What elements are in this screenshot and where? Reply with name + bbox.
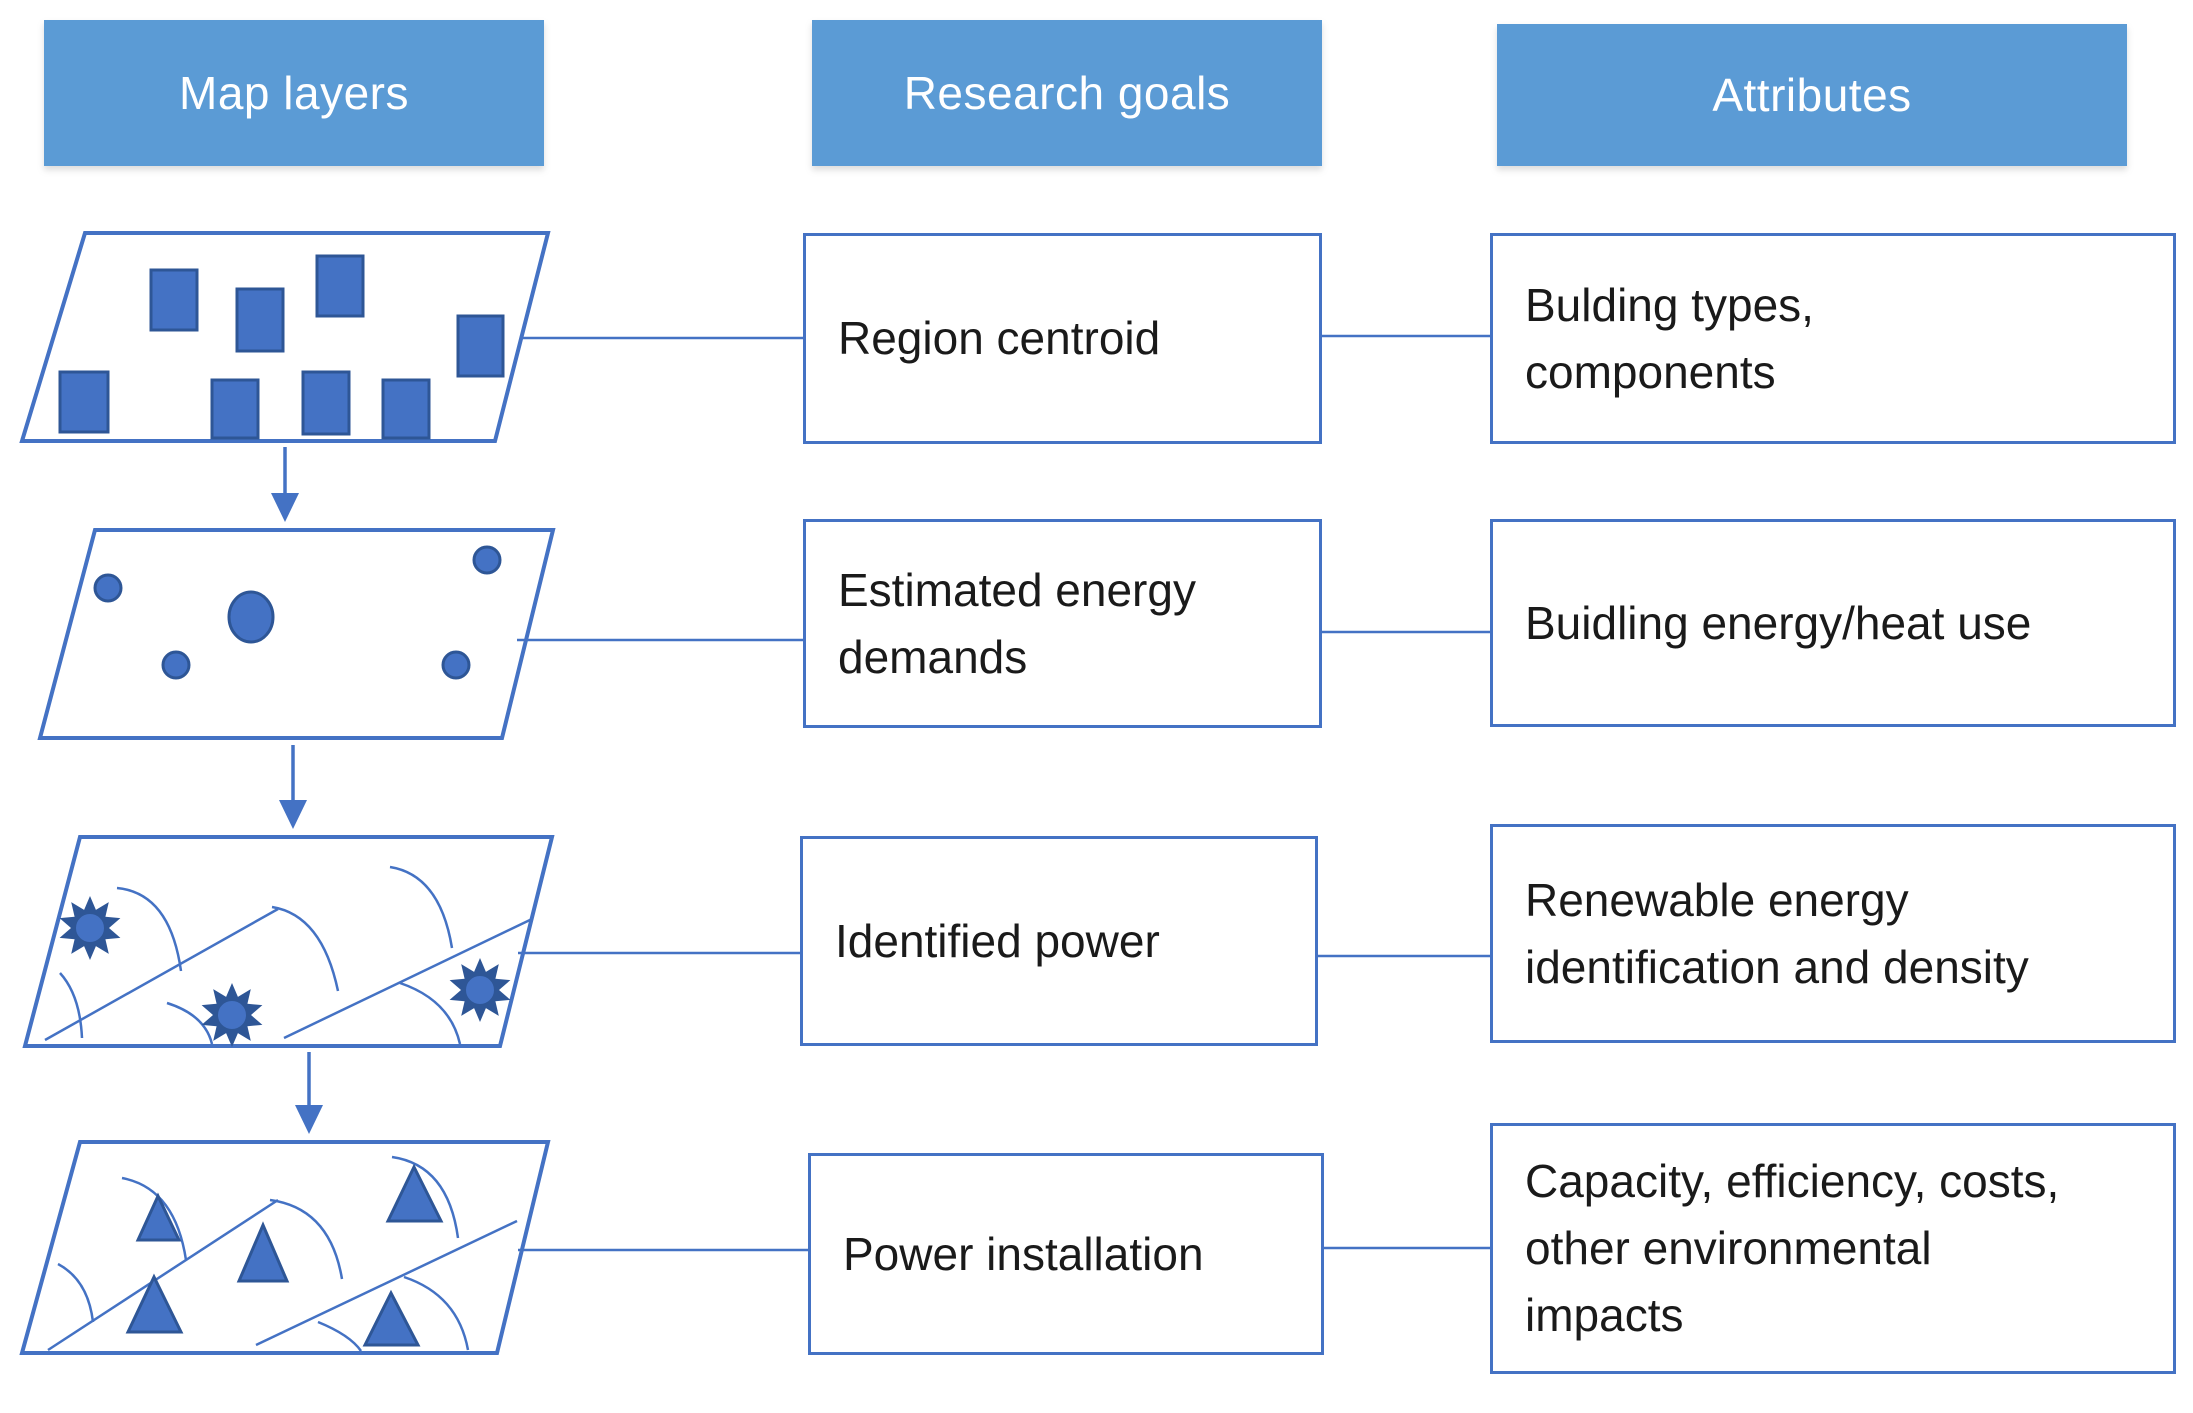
contour-arc bbox=[121, 1176, 188, 1261]
terrain-contours bbox=[47, 1155, 518, 1352]
terrain-contours bbox=[44, 865, 533, 1045]
map-layer-parallelogram bbox=[19, 1140, 551, 1355]
point-marker bbox=[93, 573, 123, 603]
layer-flow-arrows bbox=[271, 447, 323, 1134]
map-layer-demand-points bbox=[37, 528, 556, 740]
goal-label: Region centroid bbox=[838, 312, 1161, 364]
star-marker bbox=[201, 983, 263, 1047]
down-arrow-icon bbox=[295, 1052, 323, 1134]
square-marker bbox=[235, 287, 285, 353]
attribute-label: Capacity, efficiency, costs, other envir… bbox=[1525, 1155, 2060, 1341]
contour-arc bbox=[389, 865, 454, 949]
contour-arc bbox=[399, 981, 462, 1045]
connector-lines bbox=[517, 334, 1494, 1252]
triangle-marker bbox=[135, 1192, 182, 1242]
square-marker bbox=[315, 254, 365, 318]
triangle-marker bbox=[362, 1289, 421, 1347]
power-source-star-markers bbox=[59, 896, 511, 1047]
goal-label: Identified power bbox=[835, 914, 1160, 967]
triangle-marker bbox=[385, 1163, 444, 1223]
attr-box-building-energy-heat-use: Buidling energy/heat use bbox=[1490, 519, 2176, 727]
map-layer-parallelogram bbox=[22, 835, 555, 1048]
contour-arc bbox=[271, 905, 340, 992]
goal-box-identified-power: Identified power bbox=[800, 836, 1318, 1046]
contour-arc bbox=[59, 972, 84, 1039]
square-marker bbox=[381, 378, 431, 440]
map-layer-buildings bbox=[19, 231, 551, 443]
header-label: Research goals bbox=[903, 67, 1231, 119]
map-layer-power-sources bbox=[22, 835, 555, 1048]
point-marker bbox=[472, 545, 502, 575]
goal-label: Power installation bbox=[843, 1227, 1204, 1280]
down-arrow-icon bbox=[279, 745, 307, 829]
triangle-marker bbox=[125, 1273, 184, 1334]
attribute-label: Buidling energy/heat use bbox=[1525, 596, 2032, 649]
header-attributes: Attributes bbox=[1497, 24, 2127, 166]
contour-arc bbox=[317, 1320, 363, 1352]
star-marker bbox=[59, 896, 121, 960]
contour-arc bbox=[403, 1275, 470, 1351]
header-label: Attributes bbox=[1712, 69, 1912, 121]
star-marker bbox=[449, 958, 511, 1022]
triangle-marker bbox=[236, 1221, 290, 1283]
contour-arc bbox=[269, 1198, 344, 1280]
square-marker bbox=[301, 370, 351, 436]
header-map-layers: Map layers bbox=[44, 20, 544, 166]
contour-arc bbox=[57, 1262, 95, 1323]
contour-arc bbox=[116, 886, 183, 972]
contour-arc bbox=[166, 1001, 214, 1045]
square-marker bbox=[149, 268, 199, 332]
down-arrow-icon bbox=[271, 447, 299, 522]
contour-arc bbox=[391, 1155, 460, 1239]
header-label: Map layers bbox=[179, 67, 409, 119]
point-marker-large bbox=[227, 590, 275, 644]
header-research-goals: Research goals bbox=[812, 20, 1322, 166]
contour-line bbox=[47, 1198, 279, 1352]
demand-point-markers bbox=[93, 545, 502, 680]
attr-box-capacity-efficiency-costs: Capacity, efficiency, costs, other envir… bbox=[1490, 1123, 2176, 1374]
contour-line bbox=[283, 917, 533, 1040]
goal-box-power-installation: Power installation bbox=[808, 1153, 1324, 1355]
attr-box-renewable-energy-identification: Renewable energy identification and dens… bbox=[1490, 824, 2176, 1043]
goal-label: Estimated energy demands bbox=[838, 563, 1196, 683]
installation-triangle-markers bbox=[125, 1163, 444, 1347]
contour-line bbox=[255, 1219, 518, 1347]
goal-box-estimated-energy-demands: Estimated energy demands bbox=[803, 519, 1322, 728]
contour-line bbox=[44, 907, 279, 1042]
map-layer-parallelogram bbox=[37, 528, 556, 740]
map-layer-installations bbox=[19, 1140, 551, 1355]
building-square-markers bbox=[58, 254, 505, 440]
attribute-label: Renewable energy identification and dens… bbox=[1525, 873, 2029, 993]
attr-box-building-types: Bulding types, components bbox=[1490, 233, 2176, 444]
square-marker bbox=[58, 370, 110, 434]
square-marker bbox=[210, 378, 260, 440]
square-marker bbox=[456, 314, 505, 378]
attribute-label: Bulding types, components bbox=[1525, 278, 1814, 398]
goal-box-region-centroid: Region centroid bbox=[803, 233, 1322, 444]
point-marker bbox=[161, 650, 191, 680]
point-marker bbox=[441, 650, 471, 680]
